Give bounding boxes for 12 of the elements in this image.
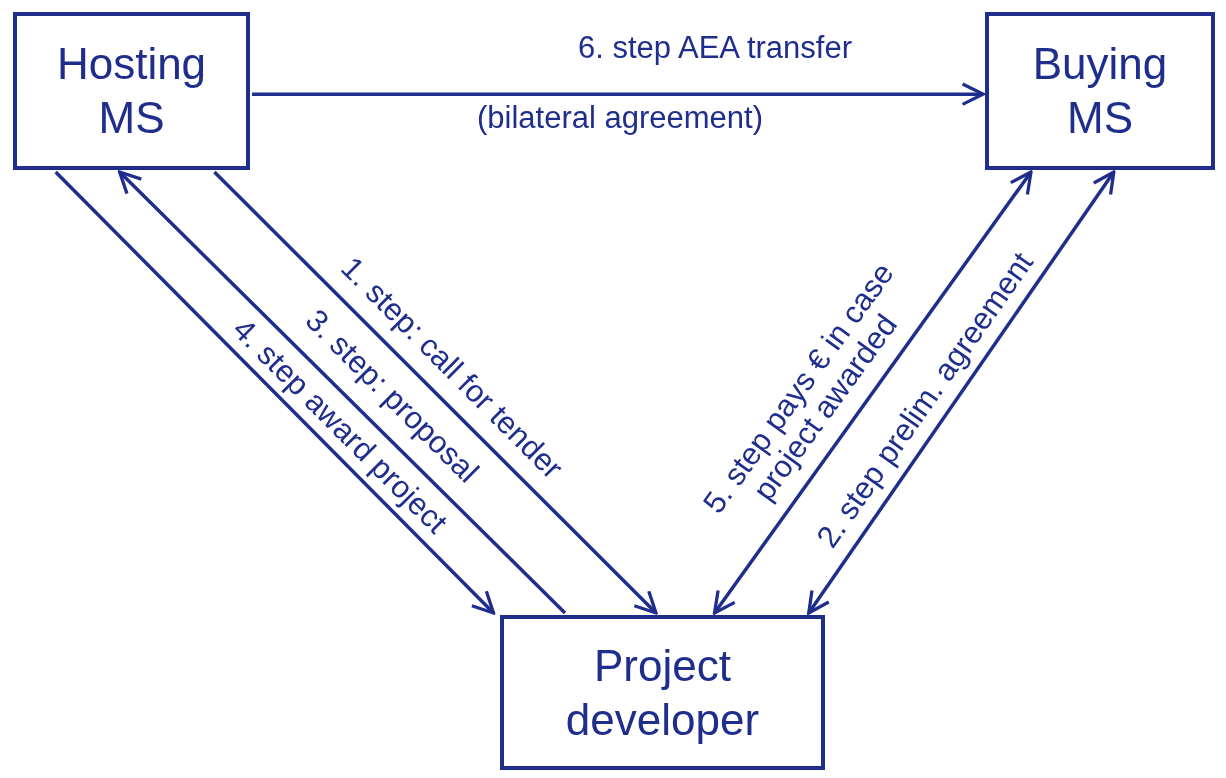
node-label: Buying MS [1031,38,1169,144]
arrow [118,170,567,615]
process-box [13,12,250,170]
process-box [500,615,825,770]
process-box [985,12,1215,170]
node-label: Project developer [564,639,761,746]
arrow [712,170,1033,615]
arrow [252,82,985,106]
arrow [807,170,1116,615]
node-label: Hosting MS [55,38,208,144]
arrow [213,170,658,615]
arrow [54,170,496,615]
